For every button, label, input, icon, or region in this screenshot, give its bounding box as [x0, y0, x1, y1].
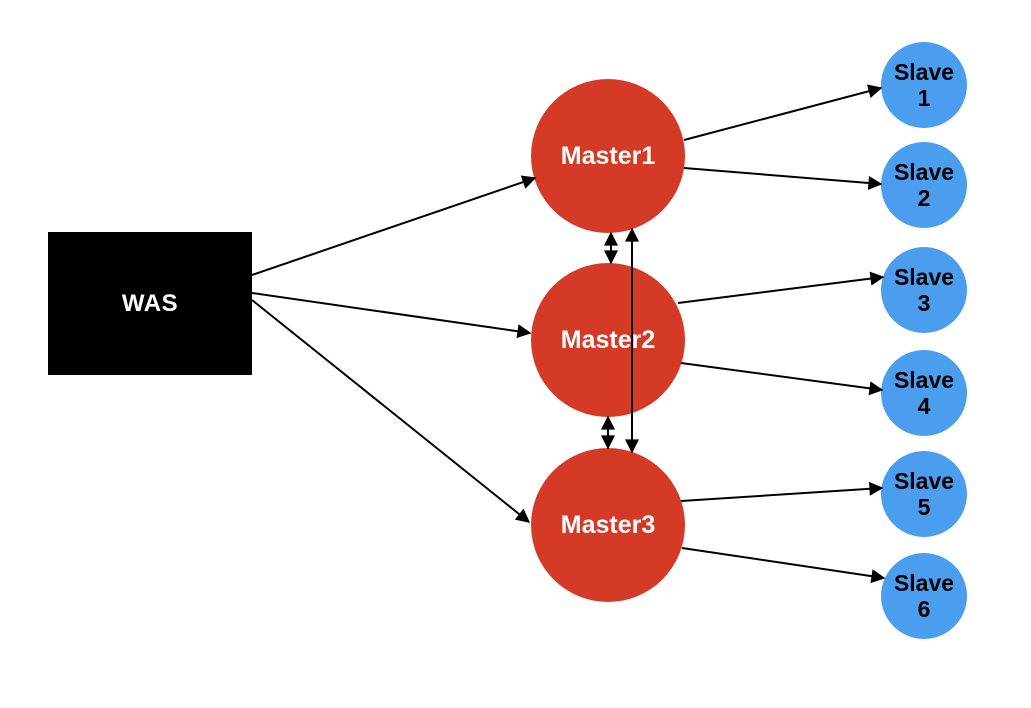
edge-master3-slave5: [680, 481, 884, 502]
node-was: [48, 232, 252, 375]
edge-master1-slave1: [683, 84, 883, 141]
node-master3: [531, 448, 685, 602]
edge-was-master2: [251, 292, 532, 339]
edge-master1-slave2: [683, 167, 883, 190]
edge-master2-slave4: [680, 362, 884, 396]
edge-master2-slave3: [677, 271, 885, 304]
node-slave1: [881, 42, 967, 128]
node-slave3: [881, 247, 967, 333]
node-slave5: [881, 451, 967, 537]
edge-master3-slave6: [681, 547, 886, 584]
node-slave4: [881, 350, 967, 436]
node-master1: [531, 79, 685, 233]
node-master2: [531, 263, 685, 417]
node-slave2: [881, 142, 967, 228]
edge-was-master1: [251, 175, 537, 276]
node-slave6: [881, 553, 967, 639]
edge-was-master3: [251, 299, 531, 523]
